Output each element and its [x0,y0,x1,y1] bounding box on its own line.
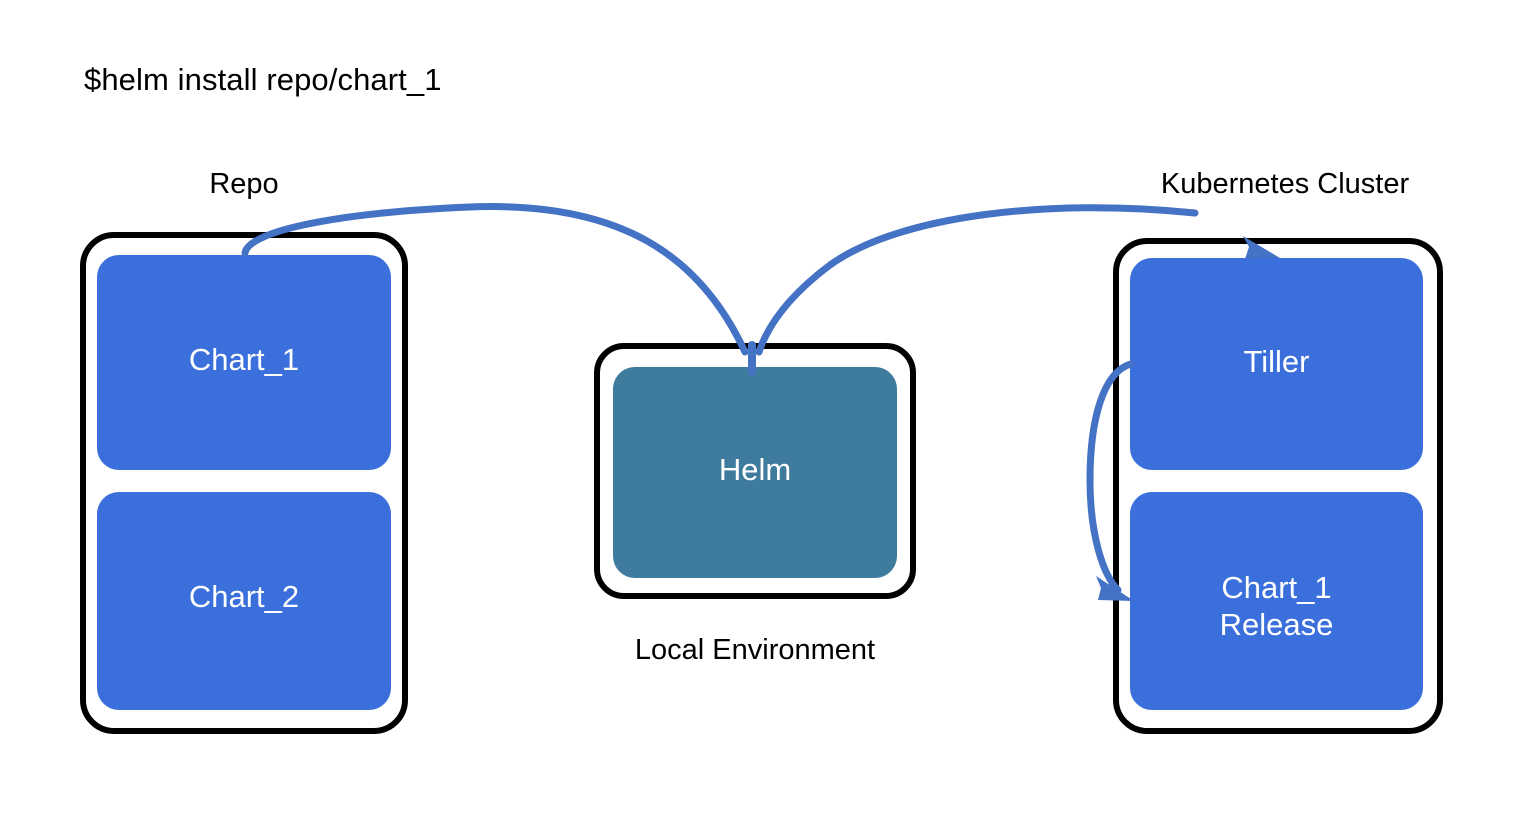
local-environment-caption: Local Environment [634,634,876,666]
node-helm[interactable]: Helm [613,367,897,578]
node-helm-label: Helm [718,452,792,488]
node-chart-1[interactable]: Chart_1 [97,255,391,470]
node-chart-1-release[interactable]: Chart_1 Release [1130,492,1423,710]
command-text: $helm install repo/chart_1 [84,62,442,97]
node-chart-2[interactable]: Chart_2 [97,492,391,710]
node-chart-1-release-line-2: Release [1219,607,1334,642]
node-chart-1-label: Chart_1 [188,342,300,378]
node-chart-1-release-line-1: Chart_1 [1221,570,1332,606]
kubernetes-cluster-caption: Kubernetes Cluster [1160,168,1410,200]
node-chart-1-release-label: Chart_1 Release [1220,570,1334,643]
node-tiller[interactable]: Tiller [1130,258,1423,470]
node-tiller-label: Tiller [1243,343,1310,379]
repo-caption: Repo [209,168,279,200]
node-chart-2-label: Chart_2 [188,578,300,614]
